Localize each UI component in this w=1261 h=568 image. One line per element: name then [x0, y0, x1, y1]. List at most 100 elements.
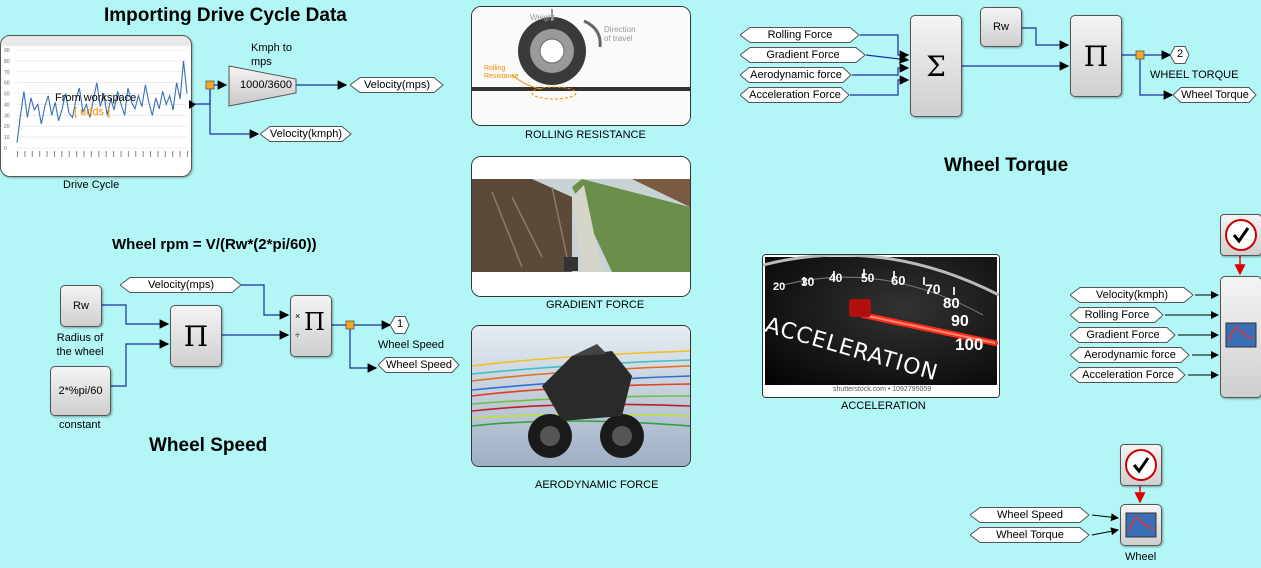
- gauge-60: 60: [891, 273, 906, 288]
- gradient-force-image: [471, 156, 691, 297]
- gain-value: 1000/3600: [240, 79, 292, 91]
- scope-in-aerodynamic-force[interactable]: Aerodynamic force: [1070, 347, 1190, 363]
- divide-product-symbol: Π: [304, 308, 325, 336]
- tag-shape-icon: [1070, 367, 1186, 383]
- gain-label-2: mps: [251, 56, 272, 68]
- gradient-force-caption: GRADIENT FORCE: [546, 299, 645, 311]
- workspace-variable: [ udds ]: [74, 106, 111, 118]
- direction-label-2: of travel: [604, 34, 633, 43]
- output-port-2[interactable]: 2: [1170, 46, 1190, 64]
- tag-shape-icon: [260, 126, 352, 142]
- plot-y-tick: 30: [4, 113, 10, 119]
- tag-label: Velocity(kmph): [269, 128, 343, 140]
- tag-label: Gradient Force: [1086, 329, 1160, 341]
- gain-label-1: Kmph to: [251, 42, 292, 54]
- sum-block[interactable]: Σ: [910, 15, 962, 117]
- gauge-50: 50: [861, 271, 875, 285]
- title-wheel-rpm: Wheel rpm = V/(Rw*(2*pi/60)): [112, 236, 317, 253]
- plot-x-tick: [135, 151, 137, 157]
- from-workspace-label: From workspace: [55, 92, 137, 104]
- plot-x-tick: [120, 151, 122, 157]
- scope-in-gradient-force[interactable]: Gradient Force: [1070, 327, 1176, 343]
- from-gradient-force[interactable]: Gradient Force: [740, 47, 866, 63]
- plot-x-tick: [68, 151, 70, 157]
- goto-velocity-kmph[interactable]: Velocity(kmph): [260, 126, 352, 142]
- port-hexagon-icon: [390, 316, 410, 334]
- rw-constant-block[interactable]: Rw: [60, 285, 102, 327]
- scope-icon: [1225, 322, 1257, 348]
- tag-shape-icon: [1070, 287, 1194, 303]
- port-hexagon-icon: [1170, 46, 1190, 64]
- plot-y-tick: 70: [4, 70, 10, 76]
- plot-x-tick: [83, 151, 85, 157]
- tag-label: Acceleration Force: [749, 89, 841, 101]
- torque-product-block[interactable]: Π: [1070, 15, 1122, 97]
- tag-shape-icon: [740, 47, 866, 63]
- tire-illustration: [472, 7, 690, 125]
- scope-forces[interactable]: [1220, 276, 1261, 398]
- output-port-1[interactable]: 1: [390, 316, 410, 334]
- goto-wheel-torque[interactable]: Wheel Torque: [1173, 87, 1257, 103]
- plot-y-tick: 80: [4, 59, 10, 65]
- tag-label: Wheel Torque: [996, 529, 1064, 541]
- tag-label: Wheel Torque: [1181, 89, 1249, 101]
- plot-y-tick: 0: [4, 146, 7, 152]
- scope-in-velocity-kmph[interactable]: Velocity(kmph): [1070, 287, 1194, 303]
- gauge-100: 100: [955, 335, 984, 354]
- from-rolling-force[interactable]: Rolling Force: [740, 27, 860, 43]
- tag-label: Rolling Force: [1084, 309, 1150, 321]
- goto-velocity-mps[interactable]: Velocity(mps): [350, 77, 444, 93]
- output-port-1-label: Wheel Speed: [378, 339, 445, 351]
- title-wheel-speed: Wheel Speed: [149, 435, 268, 456]
- tag-shape-icon: [378, 357, 460, 373]
- scope-in-rolling-force[interactable]: Rolling Force: [1070, 307, 1164, 323]
- weight-label: Weight: [530, 13, 555, 22]
- plot-x-tick: [17, 151, 18, 157]
- constant-block[interactable]: 2*%pi/60: [50, 366, 111, 416]
- plot-x-tick: [150, 151, 152, 157]
- tag-label: Gradient Force: [766, 49, 840, 61]
- plot-x-tick: [24, 151, 26, 157]
- tag-shape-icon: [970, 507, 1090, 523]
- scope-in-wheel-speed[interactable]: Wheel Speed: [970, 507, 1090, 523]
- tag-shape-icon: [740, 67, 852, 83]
- clock-block-forces[interactable]: [1220, 214, 1261, 256]
- gain-block[interactable]: 1000/3600: [228, 65, 298, 107]
- rw-torque-block[interactable]: Rw: [980, 7, 1022, 47]
- plot-x-tick: [31, 151, 33, 157]
- plot-x-tick: [53, 151, 55, 157]
- plot-y-tick: 90: [4, 48, 10, 54]
- tag-label: Rolling Force: [767, 29, 833, 41]
- plot-x-tick: [61, 151, 63, 157]
- tag-shape-icon: [1173, 87, 1257, 103]
- output-port-icon: [189, 100, 196, 109]
- rolling-res-label-2: Resistance: [484, 73, 519, 80]
- tag-shape-icon: [1070, 347, 1190, 363]
- plot-x-tick: [172, 151, 174, 157]
- plot-y-tick: 50: [4, 92, 10, 98]
- tag-shape-icon: [970, 527, 1090, 543]
- output-port-number: 1: [397, 318, 404, 330]
- product-block[interactable]: Π: [170, 305, 222, 367]
- divide-block[interactable]: × ÷ Π: [290, 295, 332, 357]
- gain-triangle-icon: [228, 65, 297, 107]
- rw-caption-1: Radius of: [56, 332, 104, 344]
- scope-in-acceleration-force[interactable]: Acceleration Force: [1070, 367, 1186, 383]
- gauge-30: 30: [801, 275, 815, 289]
- scope-in-wheel-torque[interactable]: Wheel Torque: [970, 527, 1090, 543]
- from-velocity-mps[interactable]: Velocity(mps): [120, 277, 242, 293]
- goto-wheel-speed[interactable]: Wheel Speed: [378, 357, 460, 373]
- from-acceleration-force[interactable]: Acceleration Force: [740, 87, 850, 103]
- clock-icon: [1225, 219, 1257, 251]
- tag-shape-icon: [1070, 327, 1176, 343]
- clock-icon: [1125, 449, 1157, 481]
- tag-shape-icon: [350, 77, 444, 93]
- speedometer-photo: [763, 255, 999, 397]
- from-aerodynamic-force[interactable]: Aerodynamic force: [740, 67, 852, 83]
- clock-block-wheel[interactable]: [1120, 444, 1162, 486]
- plot-x-tick: [157, 151, 159, 157]
- scope-wheel[interactable]: [1120, 504, 1162, 546]
- plot-y-tick: 10: [4, 135, 10, 141]
